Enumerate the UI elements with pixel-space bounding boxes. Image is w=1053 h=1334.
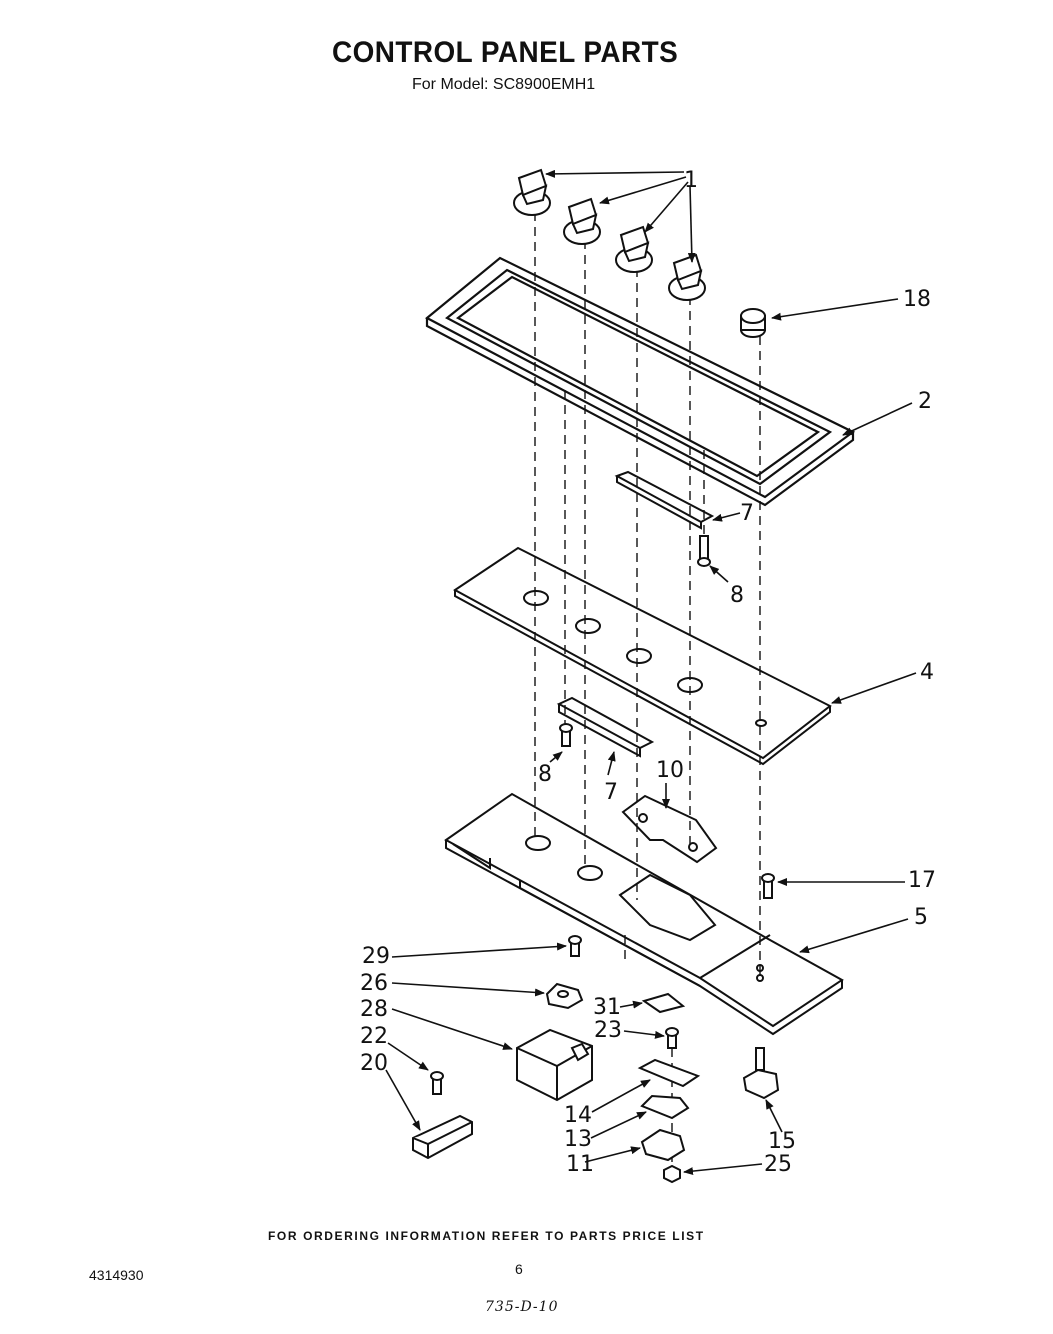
bracket-14 <box>637 1058 701 1088</box>
control-panel-base <box>444 792 844 1036</box>
nut-25 <box>663 1164 681 1184</box>
control-overlay-panel <box>453 546 832 766</box>
callout-15: 15 <box>768 1129 796 1154</box>
callout-4: 4 <box>920 660 934 685</box>
label-31 <box>641 992 686 1014</box>
callout-28: 28 <box>360 997 388 1022</box>
callout-17: 17 <box>908 868 936 893</box>
mounting-plate <box>621 794 718 864</box>
callout-5: 5 <box>914 905 928 930</box>
screw-22 <box>430 1071 444 1095</box>
knob-2 <box>563 197 601 245</box>
model-subtitle: For Model: SC8900EMH1 <box>412 76 596 93</box>
terminal-block <box>412 1114 473 1160</box>
switch-15 <box>742 1047 780 1100</box>
callout-11: 11 <box>566 1152 594 1177</box>
knob-1 <box>513 168 551 216</box>
callout-14: 14 <box>564 1103 592 1128</box>
callout-7-lower: 7 <box>604 780 618 805</box>
callout-22: 22 <box>360 1024 388 1049</box>
callout-1: 1 <box>684 168 698 193</box>
component-box <box>516 1028 593 1102</box>
callout-10: 10 <box>656 758 684 783</box>
ordering-note: FOR ORDERING INFORMATION REFER TO PARTS … <box>268 1229 705 1243</box>
control-panel-frame <box>425 256 856 507</box>
screw-lower <box>559 723 573 747</box>
callout-25: 25 <box>764 1152 792 1177</box>
callout-29: 29 <box>362 944 390 969</box>
handwritten-note: 735-D-10 <box>485 1299 559 1315</box>
callout-8-upper: 8 <box>730 583 744 608</box>
page-number: 6 <box>515 1261 523 1277</box>
callout-7-upper: 7 <box>740 501 754 526</box>
insulator-13 <box>640 1094 690 1120</box>
callout-18: 18 <box>903 287 931 312</box>
callout-26: 26 <box>360 971 388 996</box>
callout-2: 2 <box>918 389 932 414</box>
screw-23 <box>665 1027 679 1049</box>
screw-29 <box>568 935 582 957</box>
bracket-upper <box>614 470 715 530</box>
callout-20: 20 <box>360 1051 388 1076</box>
alignment-lines <box>534 212 761 1168</box>
callout-31: 31 <box>593 995 621 1020</box>
callout-13: 13 <box>564 1127 592 1152</box>
callout-8-lower: 8 <box>538 762 552 787</box>
document-number: 4314930 <box>89 1267 144 1283</box>
screw-upper <box>697 535 711 567</box>
thermostat-11 <box>640 1128 686 1162</box>
bracket-lower <box>556 696 655 758</box>
knob-4 <box>668 253 706 301</box>
callout-23: 23 <box>594 1018 622 1043</box>
timer-knob <box>740 308 766 338</box>
switch-actuator <box>545 982 584 1010</box>
knob-assembly-group <box>513 168 706 301</box>
callout-labels: 1 18 2 7 8 4 8 7 10 17 5 29 26 31 28 23 … <box>360 168 936 1177</box>
page-title: CONTROL PANEL PARTS <box>332 36 679 69</box>
base-screw <box>761 873 775 899</box>
leader-lines <box>385 169 917 1176</box>
knob-3 <box>615 225 653 273</box>
